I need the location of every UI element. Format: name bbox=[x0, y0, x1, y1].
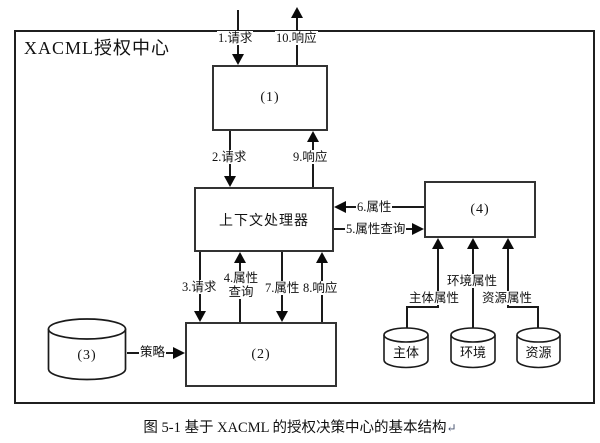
resource-attr-stub-line bbox=[537, 307, 539, 328]
context-handler-box: 上下文处理器 bbox=[194, 187, 334, 252]
subject-cylinder-label: 主体 bbox=[392, 345, 419, 360]
context-handler-label: 上下文处理器 bbox=[219, 213, 309, 229]
policy-store-cylinder: (3) bbox=[47, 318, 127, 391]
flow-10-arrowhead-icon bbox=[291, 7, 303, 18]
flow-8-label: 8.响应 bbox=[302, 281, 339, 295]
resource-attr-arrowhead-icon bbox=[502, 238, 514, 249]
cylinder-shape-icon bbox=[383, 327, 429, 369]
resource-cylinder: 资源 bbox=[516, 327, 561, 374]
policy-store-label: (3) bbox=[77, 348, 97, 363]
cylinder-shape-icon bbox=[516, 327, 561, 369]
environment-attr-label: 环境属性 bbox=[446, 274, 499, 288]
flow-5-label: 5.属性查询 bbox=[345, 222, 407, 236]
flow-4-label: 4.属性 查询 bbox=[221, 271, 261, 299]
flow-6-arrowhead-icon bbox=[334, 201, 346, 213]
flow-2-label: 2.请求 bbox=[211, 150, 248, 164]
resource-attr-line bbox=[507, 249, 509, 307]
subject-attr-elbow-line bbox=[406, 306, 439, 308]
flow-3-arrowhead-icon bbox=[194, 311, 206, 322]
subject-attr-line bbox=[437, 249, 439, 307]
flow-9-arrowhead-icon bbox=[307, 131, 319, 142]
flow-1-label: 1.请求 bbox=[217, 31, 254, 45]
flow-7-label: 7.属性 bbox=[264, 281, 301, 295]
resource-attr-elbow-line bbox=[507, 306, 539, 308]
flow-6-label: 6.属性 bbox=[356, 200, 393, 214]
paragraph-mark-icon: ↵ bbox=[446, 421, 457, 435]
resource-attr-label: 资源属性 bbox=[481, 291, 534, 305]
flow-1-arrowhead-icon bbox=[232, 54, 244, 65]
flow-9-line bbox=[312, 142, 314, 187]
flow-8-arrowhead-icon bbox=[316, 252, 328, 263]
environment-cylinder: 环境 bbox=[450, 327, 496, 374]
frame-title: XACML授权中心 bbox=[24, 38, 171, 58]
box-1-label: (1) bbox=[260, 90, 280, 105]
policy-flow-label: 策略 bbox=[139, 345, 167, 359]
flow-5-arrowhead-icon bbox=[412, 223, 424, 235]
flow-4-arrowhead-icon bbox=[234, 252, 246, 263]
figure-caption: 图 5-1 基于 XACML 的授权决策中心的基本结构↵ bbox=[0, 416, 600, 437]
resource-cylinder-label: 资源 bbox=[525, 345, 552, 360]
box-1-pep: (1) bbox=[212, 65, 328, 131]
flow-2-arrowhead-icon bbox=[224, 176, 236, 187]
subject-attr-label: 主体属性 bbox=[408, 291, 461, 305]
subject-attr-stub-line bbox=[406, 307, 408, 328]
policy-flow-arrowhead-icon bbox=[173, 347, 185, 359]
subject-cylinder: 主体 bbox=[383, 327, 429, 374]
environment-attr-line bbox=[472, 249, 474, 328]
environment-cylinder-label: 环境 bbox=[459, 345, 486, 360]
box-4-label: (4) bbox=[470, 201, 490, 217]
box-4-pip: (4) bbox=[424, 181, 536, 238]
cylinder-shape-icon bbox=[450, 327, 496, 369]
box-2-label: (2) bbox=[251, 346, 271, 362]
flow-10-label: 10.响应 bbox=[275, 31, 318, 45]
cylinder-shape-icon bbox=[47, 318, 127, 381]
figure-caption-text: 图 5-1 基于 XACML 的授权决策中心的基本结构 bbox=[143, 420, 447, 436]
flow-9-label: 9.响应 bbox=[292, 150, 329, 164]
environment-attr-arrowhead-icon bbox=[467, 238, 479, 249]
flow-7-arrowhead-icon bbox=[276, 311, 288, 322]
flow-3-label: 3.请求 bbox=[181, 280, 218, 294]
box-2-pdp: (2) bbox=[185, 322, 337, 387]
subject-attr-arrowhead-icon bbox=[432, 238, 444, 249]
